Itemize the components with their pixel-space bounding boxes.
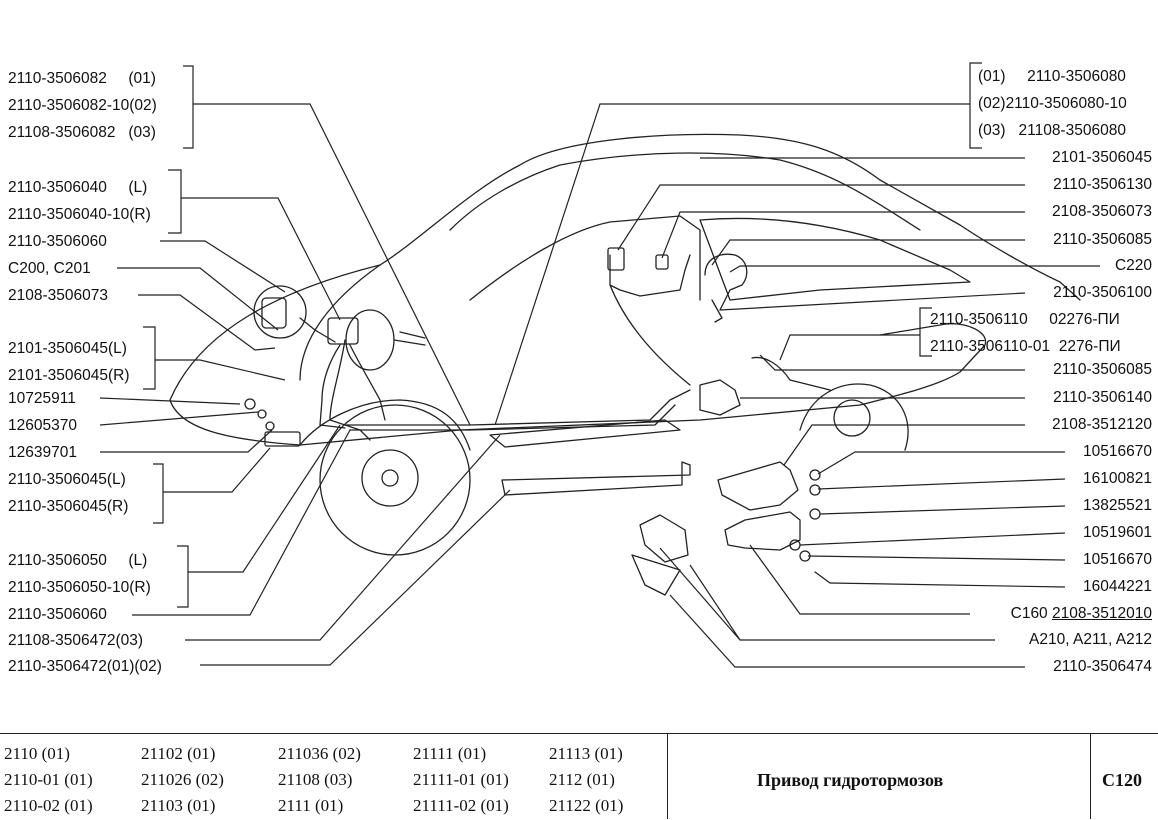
label-10516670-a: 10516670 [1083,443,1152,460]
rear-brake-shield [704,253,748,311]
model-cell: 21122 (01) [549,796,624,815]
front-hub [253,285,307,339]
label-21108-3506080: (03) 21108-3506080 [978,122,1126,139]
bracket-right-1 [969,62,982,149]
label-12639701: 12639701 [8,444,77,461]
label-2108-3512120: 2108-3512120 [1052,416,1152,433]
car-sill [299,404,861,446]
car-side-line [169,264,381,446]
bracket-left-3 [143,326,156,390]
label-a210-a211-a212: A210, A211, A212 [1029,631,1152,648]
car-roof-line [449,152,921,231]
main-brake-line [344,389,691,426]
label-2110-3506050: 2110-3506050 (L) [8,552,148,569]
label-2110-3506130: 2110-3506130 [1053,176,1152,193]
model-cell: 21111 (01) [413,744,487,763]
label-21108-3506082: 21108-3506082 (03) [8,124,156,141]
bracket-right-2 [919,307,932,357]
car-windshield [469,215,701,301]
label-2108-3506073-right: 2108-3506073 [1052,203,1152,220]
rear-brake-drum [833,399,871,437]
model-cell: 21113 (01) [549,744,623,763]
bracket-left-2 [168,169,182,234]
washer [244,398,256,410]
label-2110-3506085-a: 2110-3506085 [1053,231,1152,248]
label-2110-3506045-l: 2110-3506045(L) [8,471,126,488]
label-2110-3506474: 2110-3506474 [1053,658,1152,675]
label-2101-3506045-r: 2101-3506045(R) [8,367,130,384]
model-cell: 2110-01 (01) [4,770,93,789]
label-2110-3506100: 2110-3506100 [1053,284,1152,301]
bracket-left-4 [153,463,164,524]
label-2101-3506045-l: 2101-3506045(L) [8,340,127,357]
brake-booster [345,309,395,371]
label-16100821: 16100821 [1083,470,1152,487]
model-cell: 2110-02 (01) [4,796,93,815]
label-2110-3506060-b: 2110-3506060 [8,606,107,623]
label-2110-3506060-a: 2110-3506060 [8,233,107,250]
car-rear-window [699,217,971,301]
model-cell: 2111 (01) [278,796,344,815]
rear-bracket [607,247,625,271]
label-2110-3506082: 2110-3506082 (01) [8,70,156,87]
regulator-lever [639,514,689,563]
car-body-outline [169,133,1081,401]
front-brake-lines [299,317,386,426]
label-2110-3506110: 2110-3506110 02276-ПИ [930,311,1120,328]
label-c220: C220 [1114,257,1152,274]
bracket-left-5 [177,545,189,608]
pressure-regulator [724,511,801,551]
rear-hose [751,356,831,391]
c160-prefix: C160 [1010,605,1048,622]
model-cell: 21103 (01) [141,796,216,815]
c160-code-link[interactable]: 2108-3512010 [1052,605,1152,622]
label-2110-3506040-10: 2110-3506040-10(R) [8,206,151,223]
label-10519601: 10519601 [1083,524,1152,541]
regulator-bracket [717,461,799,511]
master-cylinder [327,317,359,345]
brake-line-cover-front [489,419,681,448]
label-2110-3506082-10: 2110-3506082-10(02) [8,97,157,114]
footer [0,733,1158,820]
label-2110-3506472: 2110-3506472(01)(02) [8,658,162,675]
label-10725911: 10725911 [8,390,76,407]
label-2110-3506050-10: 2110-3506050-10(R) [8,579,151,596]
model-cell: 211036 (02) [278,744,361,763]
label-2110-3506080: (01) 2110-3506080 [978,68,1126,85]
footer-divider-1 [667,733,668,819]
rear-brake-line [609,254,691,386]
bracket-left-1 [183,65,194,149]
label-13825521: 13825521 [1083,497,1152,514]
brake-line-cover-rear [501,461,691,496]
page-title: Привод гидротормозов [757,770,944,790]
label-2108-3506073-left: 2108-3506073 [8,287,108,304]
front-brake-disc [361,449,419,507]
page-code: C120 [1102,770,1142,790]
model-cell: 21102 (01) [141,744,216,763]
label-21108-3506472: 21108-3506472(03) [8,632,144,649]
footer-divider-2 [1090,733,1091,819]
label-2110-3506080-10: (02)2110-3506080-10 [978,95,1127,112]
label-2110-3506140: 2110-3506140 [1053,389,1152,406]
label-c160: C160 2108-3512010 [1011,605,1152,623]
rear-wheel [799,383,909,451]
model-cell: 2110 (01) [4,744,70,763]
model-cell: 21108 (03) [278,770,353,789]
model-cell: 21111-01 (01) [413,770,509,789]
label-2110-3506110-01: 2110-3506110-01 2276-ПИ [930,338,1121,355]
label-2110-3506045-r: 2110-3506045(R) [8,498,129,515]
model-cell: 2112 (01) [549,770,615,789]
model-cell: 21111-02 (01) [413,796,509,815]
model-cell: 211026 (02) [141,770,224,789]
car-rear-panel [859,323,987,406]
label-2110-3506085-b: 2110-3506085 [1053,361,1152,378]
label-2110-3506040: 2110-3506040 (L) [8,179,148,196]
label-2101-3506045: 2101-3506045 [1052,149,1152,166]
regulator-plate [631,554,681,596]
label-12605370: 12605370 [8,417,77,434]
label-10516670-b: 10516670 [1083,551,1152,568]
label-16044221: 16044221 [1083,578,1152,595]
label-c200-c201: C200, C201 [8,260,91,277]
